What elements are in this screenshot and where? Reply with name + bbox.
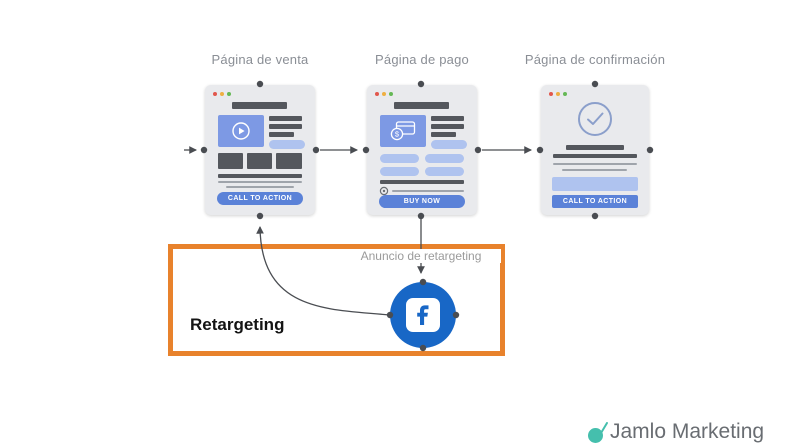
jamlo-logo-icon (588, 421, 608, 443)
brand-name: Jamlo Marketing (610, 420, 765, 443)
heading-placeholder (232, 102, 287, 109)
text-line (380, 180, 464, 184)
maximize-dot-icon (227, 92, 231, 96)
text-line (269, 124, 302, 129)
text-line (431, 116, 464, 121)
maximize-dot-icon (389, 92, 393, 96)
content-placeholder (552, 177, 638, 191)
minimize-dot-icon (382, 92, 386, 96)
radio-icon (379, 186, 389, 196)
link-placeholder (269, 140, 305, 149)
video-thumbnail (218, 115, 264, 147)
link-placeholder (431, 140, 467, 149)
svg-text:$: $ (395, 130, 400, 139)
text-line (553, 154, 637, 158)
window-controls (375, 92, 393, 96)
minimize-dot-icon (556, 92, 560, 96)
facebook-icon (406, 298, 440, 332)
credit-card-icon: $ (390, 121, 416, 141)
form-field (380, 167, 419, 176)
text-line (562, 169, 627, 171)
divider-line (392, 190, 464, 192)
image-block (218, 153, 243, 169)
page-title-confirmation: Página de confirmación (524, 52, 666, 67)
facebook-node (390, 282, 456, 348)
text-line (269, 116, 302, 121)
form-field (425, 167, 464, 176)
text-line (566, 145, 624, 150)
text-line (218, 181, 302, 183)
text-line (431, 132, 456, 137)
window-controls (549, 92, 567, 96)
text-line (226, 186, 294, 188)
play-icon (232, 122, 250, 140)
text-line (553, 163, 637, 165)
close-dot-icon (549, 92, 553, 96)
heading-placeholder (394, 102, 449, 109)
minimize-dot-icon (220, 92, 224, 96)
text-line (218, 174, 302, 178)
image-block (276, 153, 302, 169)
buy-now-button: BUY NOW (379, 195, 465, 208)
browser-window-confirmation: CALL TO ACTION (541, 85, 649, 215)
text-line (431, 124, 464, 129)
payment-panel: $ (380, 115, 426, 147)
retargeting-ad-label: Anuncio de retargeting (341, 249, 501, 263)
window-controls (213, 92, 231, 96)
page-title-payment: Página de pago (375, 52, 469, 67)
call-to-action-button: CALL TO ACTION (552, 195, 638, 208)
browser-window-sale: CALL TO ACTION (205, 85, 315, 215)
page-title-sale: Página de venta (211, 52, 309, 67)
check-circle-icon (578, 102, 612, 136)
brand-logo: Jamlo Marketing (588, 420, 764, 444)
form-field (425, 154, 464, 163)
close-dot-icon (375, 92, 379, 96)
call-to-action-button: CALL TO ACTION (217, 192, 303, 205)
retargeting-label: Retargeting (190, 315, 285, 334)
browser-window-payment: $ BUY NOW (367, 85, 477, 215)
text-line (269, 132, 294, 137)
maximize-dot-icon (563, 92, 567, 96)
form-field (380, 154, 419, 163)
image-block (247, 153, 272, 169)
close-dot-icon (213, 92, 217, 96)
